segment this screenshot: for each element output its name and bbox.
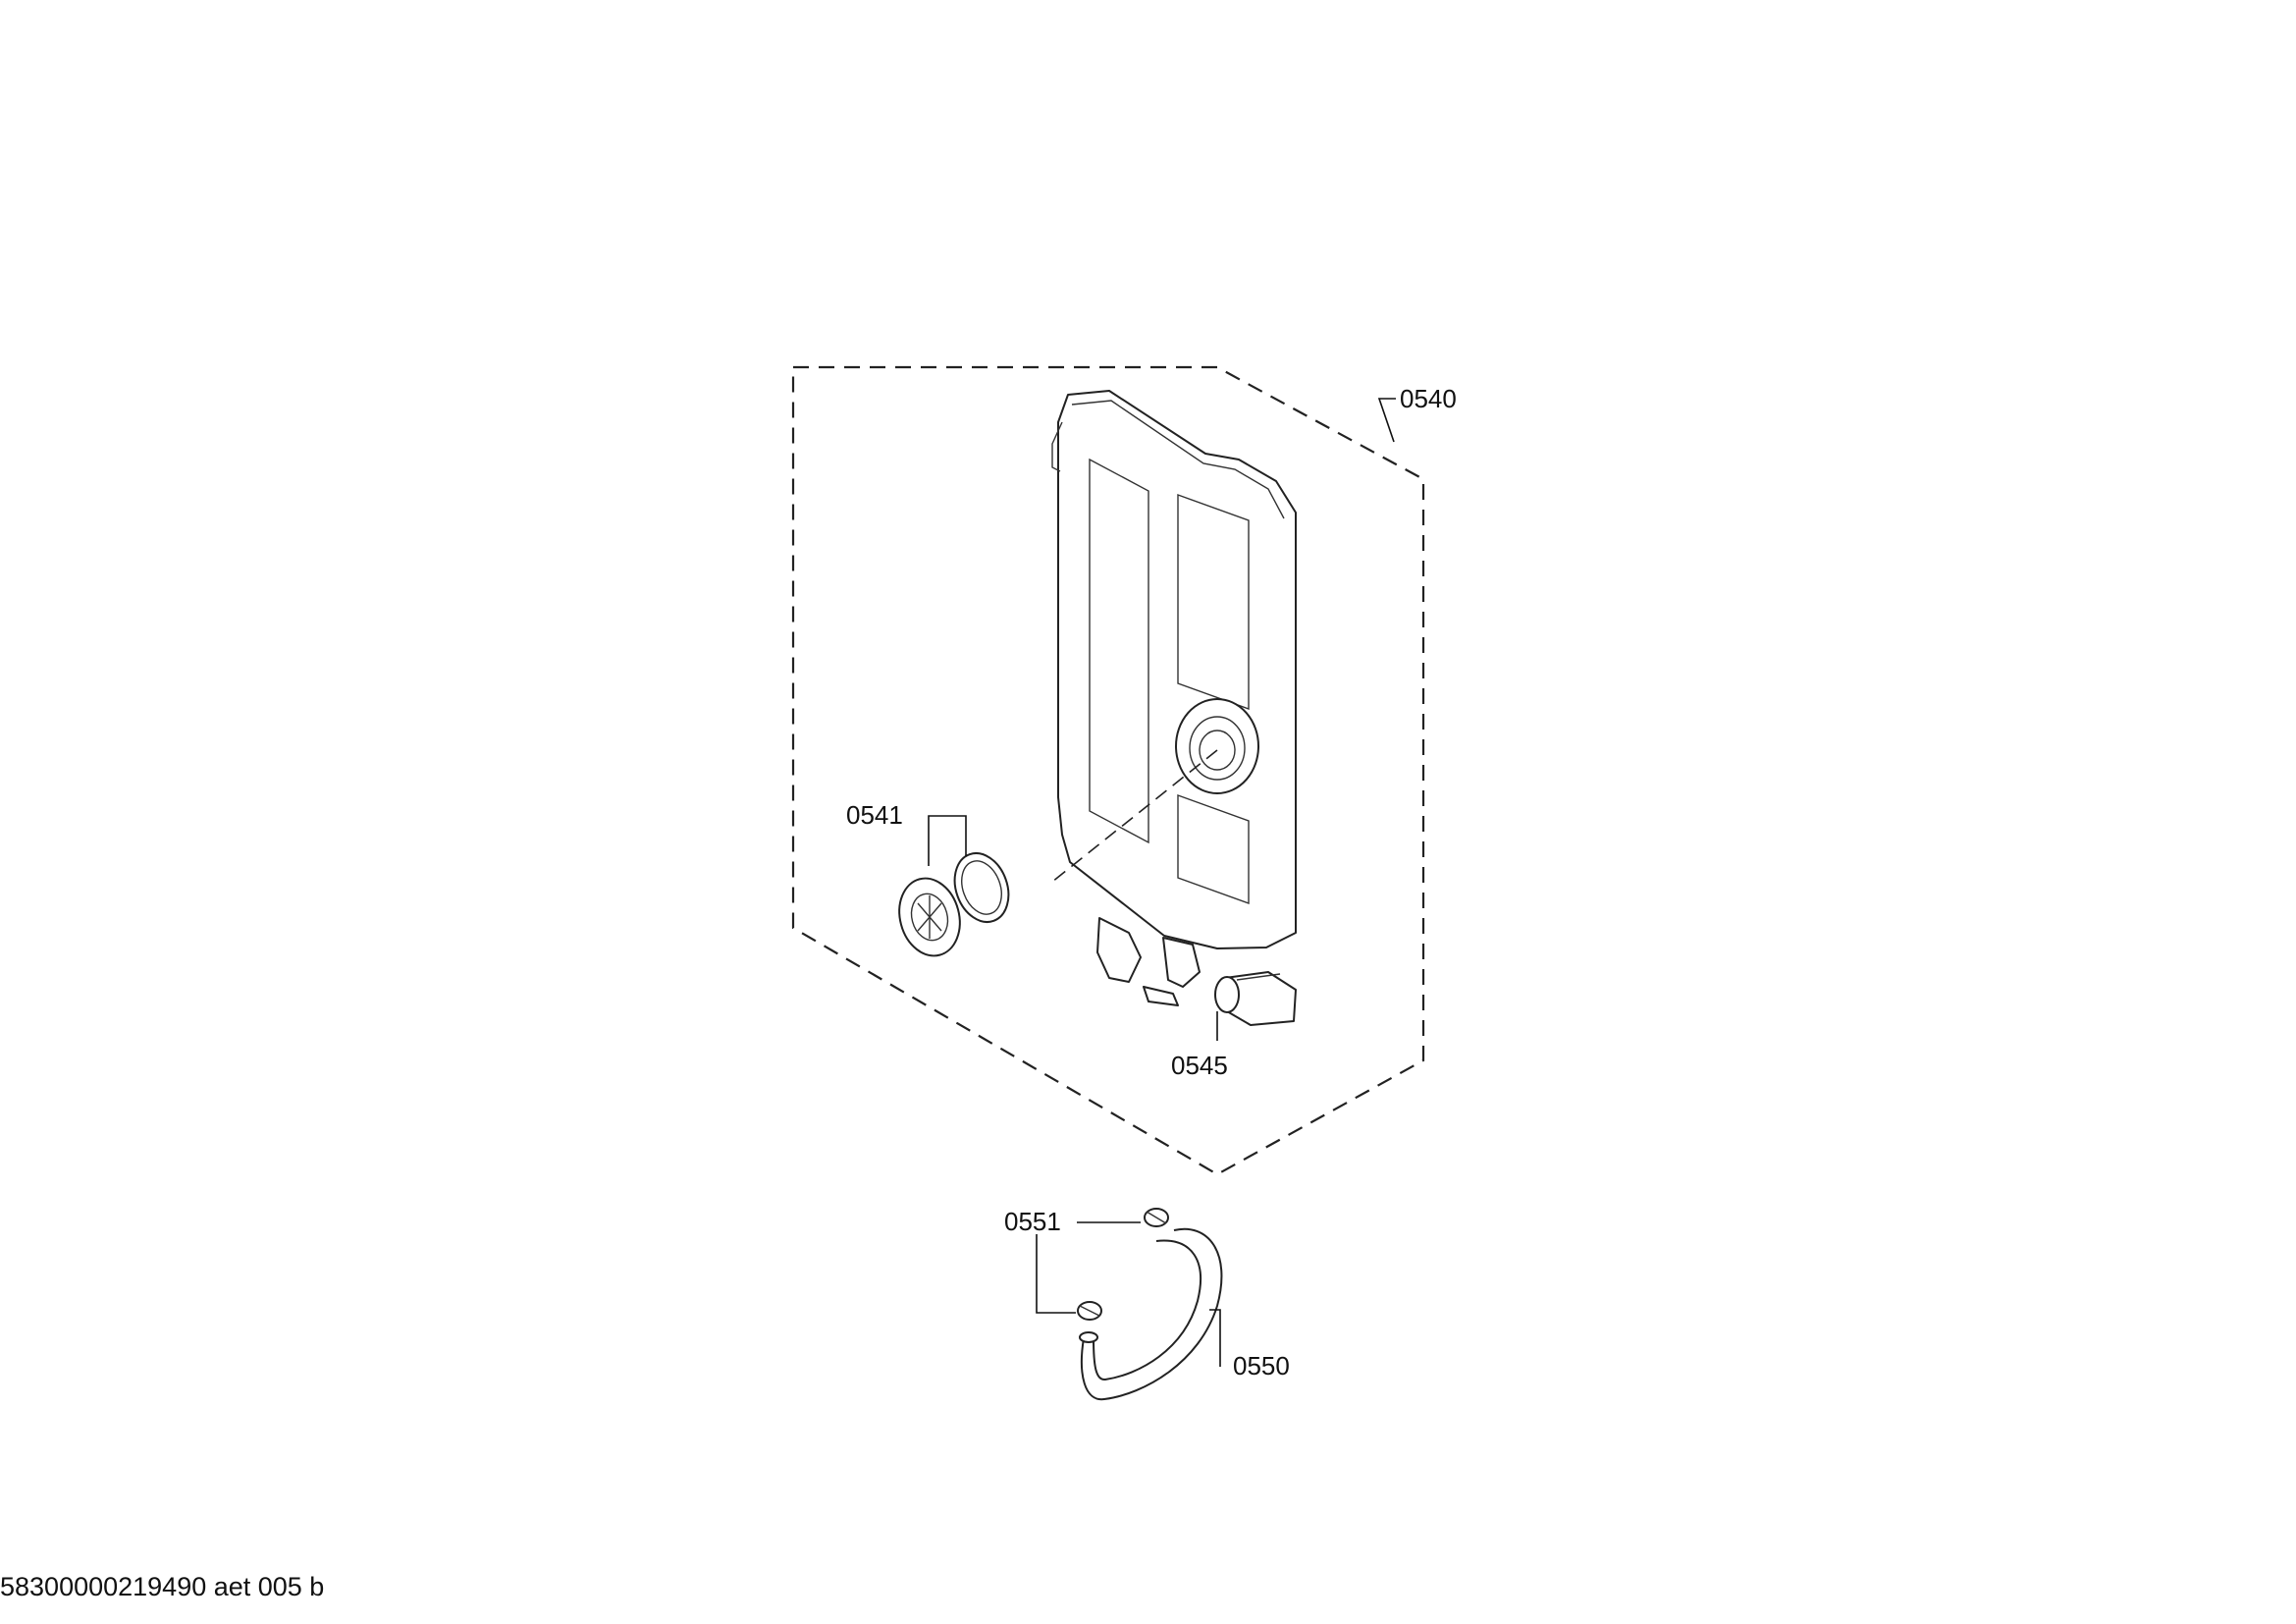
callout-0551: 0551 xyxy=(1004,1207,1061,1236)
callout-0541: 0541 xyxy=(846,800,903,830)
leader-line-0540 xyxy=(1377,398,1396,443)
callout-0550: 0550 xyxy=(1233,1351,1290,1380)
water-tank-part[interactable] xyxy=(1051,390,1297,1006)
leader-line-0551 xyxy=(1036,1221,1141,1314)
alignment-line xyxy=(1051,749,1218,883)
seal-ring-part[interactable] xyxy=(945,845,1017,929)
hose-clamp-upper[interactable] xyxy=(1144,1208,1169,1227)
assembly-boundary xyxy=(791,365,1425,1176)
callout-0540: 0540 xyxy=(1400,384,1457,413)
sensor-part[interactable] xyxy=(1214,971,1297,1026)
hose-clamp-lower[interactable] xyxy=(1077,1301,1102,1321)
filter-part[interactable] xyxy=(891,872,969,963)
leader-line-0550 xyxy=(1209,1309,1221,1367)
leader-line-0541 xyxy=(928,815,967,866)
callout-0545: 0545 xyxy=(1171,1051,1228,1080)
document-id: 58300000219490 aet 005 b xyxy=(0,1572,324,1601)
hose-part[interactable] xyxy=(1079,1227,1223,1401)
